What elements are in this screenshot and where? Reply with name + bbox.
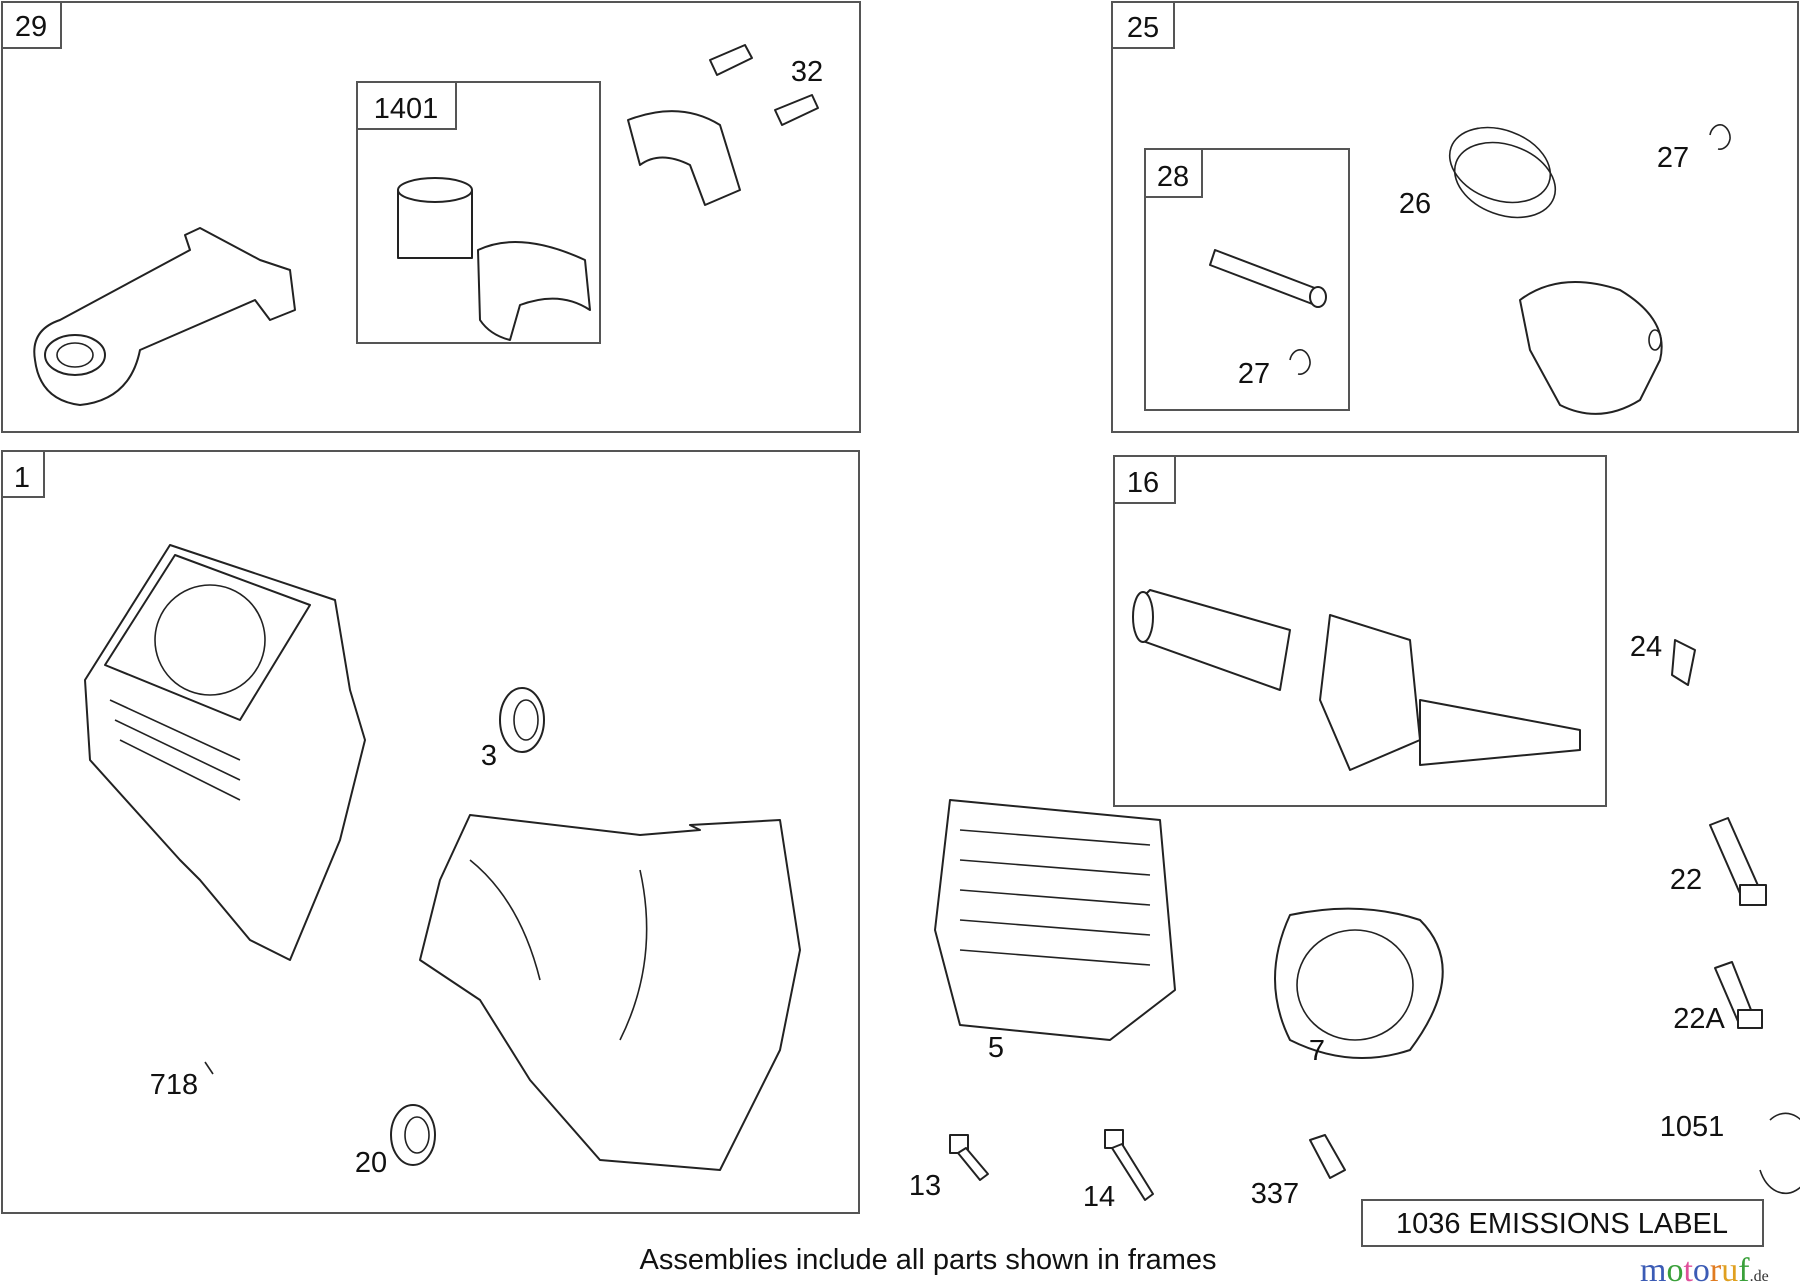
emissions-label-text: 1036 EMISSIONS LABEL xyxy=(1396,1208,1728,1240)
callout-718: 718 xyxy=(150,1069,198,1101)
frame-25: 25 xyxy=(1111,1,1799,433)
frame-28: 28 xyxy=(1144,148,1350,411)
spark-plug-337 xyxy=(1309,1134,1346,1179)
frame-16: 16 xyxy=(1113,455,1607,807)
retaining-ring-1051 xyxy=(1759,1112,1800,1195)
connecting-rod xyxy=(33,227,296,406)
frame-label-28: 28 xyxy=(1157,161,1189,193)
frame-label-1401: 1401 xyxy=(374,93,439,125)
head-gasket xyxy=(1274,907,1444,1059)
callout-27: 27 xyxy=(1657,142,1689,174)
frame-label-1: 1 xyxy=(14,462,30,494)
cylinder-block xyxy=(84,544,366,961)
rod-cap-and-bolts: 32 xyxy=(627,44,823,206)
bearing-inserts xyxy=(477,241,591,341)
frame-1: 1 xyxy=(1,450,860,1214)
key-icon xyxy=(1671,639,1696,686)
callout-27-inner: 27 xyxy=(1238,358,1270,390)
callout-14: 14 xyxy=(1083,1181,1115,1213)
callout-22a: 22A xyxy=(1673,1003,1725,1035)
callout-5: 5 xyxy=(988,1032,1004,1064)
cylinder-head xyxy=(934,799,1176,1041)
footer-note: Assemblies include all parts shown in fr… xyxy=(639,1244,1216,1276)
callout-3: 3 xyxy=(481,740,497,772)
callout-13: 13 xyxy=(909,1170,941,1202)
crankcase-cover xyxy=(419,814,801,1171)
callout-32: 32 xyxy=(791,56,823,88)
frame-label-25: 25 xyxy=(1127,12,1159,44)
oil-seal-20 xyxy=(390,1104,436,1166)
callout-26: 26 xyxy=(1399,188,1431,220)
retaining-clip-icon xyxy=(1709,124,1731,150)
callout-20: 20 xyxy=(355,1147,387,1179)
dowel-pin-icon xyxy=(204,1061,214,1075)
stud-14 xyxy=(1104,1129,1154,1201)
frame-1401: 1401 xyxy=(356,81,601,344)
needle-bearing xyxy=(397,177,473,259)
piston-rings xyxy=(1448,126,1557,219)
callout-7: 7 xyxy=(1309,1035,1325,1067)
piston-pin xyxy=(1209,249,1327,308)
bolt-22a xyxy=(1714,961,1763,1029)
piston xyxy=(1519,281,1663,415)
watermark-logo: motoruf.de xyxy=(1640,1252,1769,1284)
callout-337: 337 xyxy=(1251,1178,1299,1210)
bolt-22 xyxy=(1709,817,1767,906)
emissions-label-box: 1036 EMISSIONS LABEL xyxy=(1361,1199,1764,1247)
oil-seal-3 xyxy=(499,687,545,753)
frame-29: 29 xyxy=(1,1,861,433)
callout-22: 22 xyxy=(1670,864,1702,896)
callout-1051: 1051 xyxy=(1660,1111,1725,1143)
callout-24: 24 xyxy=(1630,631,1662,663)
svg-text:motoruf.de: motoruf.de xyxy=(1640,1252,1769,1284)
frame-label-29: 29 xyxy=(15,11,47,43)
bolt-13 xyxy=(949,1134,989,1181)
crankshaft xyxy=(1132,589,1581,771)
retaining-clip-icon xyxy=(1289,349,1311,375)
frame-label-16: 16 xyxy=(1127,467,1159,499)
